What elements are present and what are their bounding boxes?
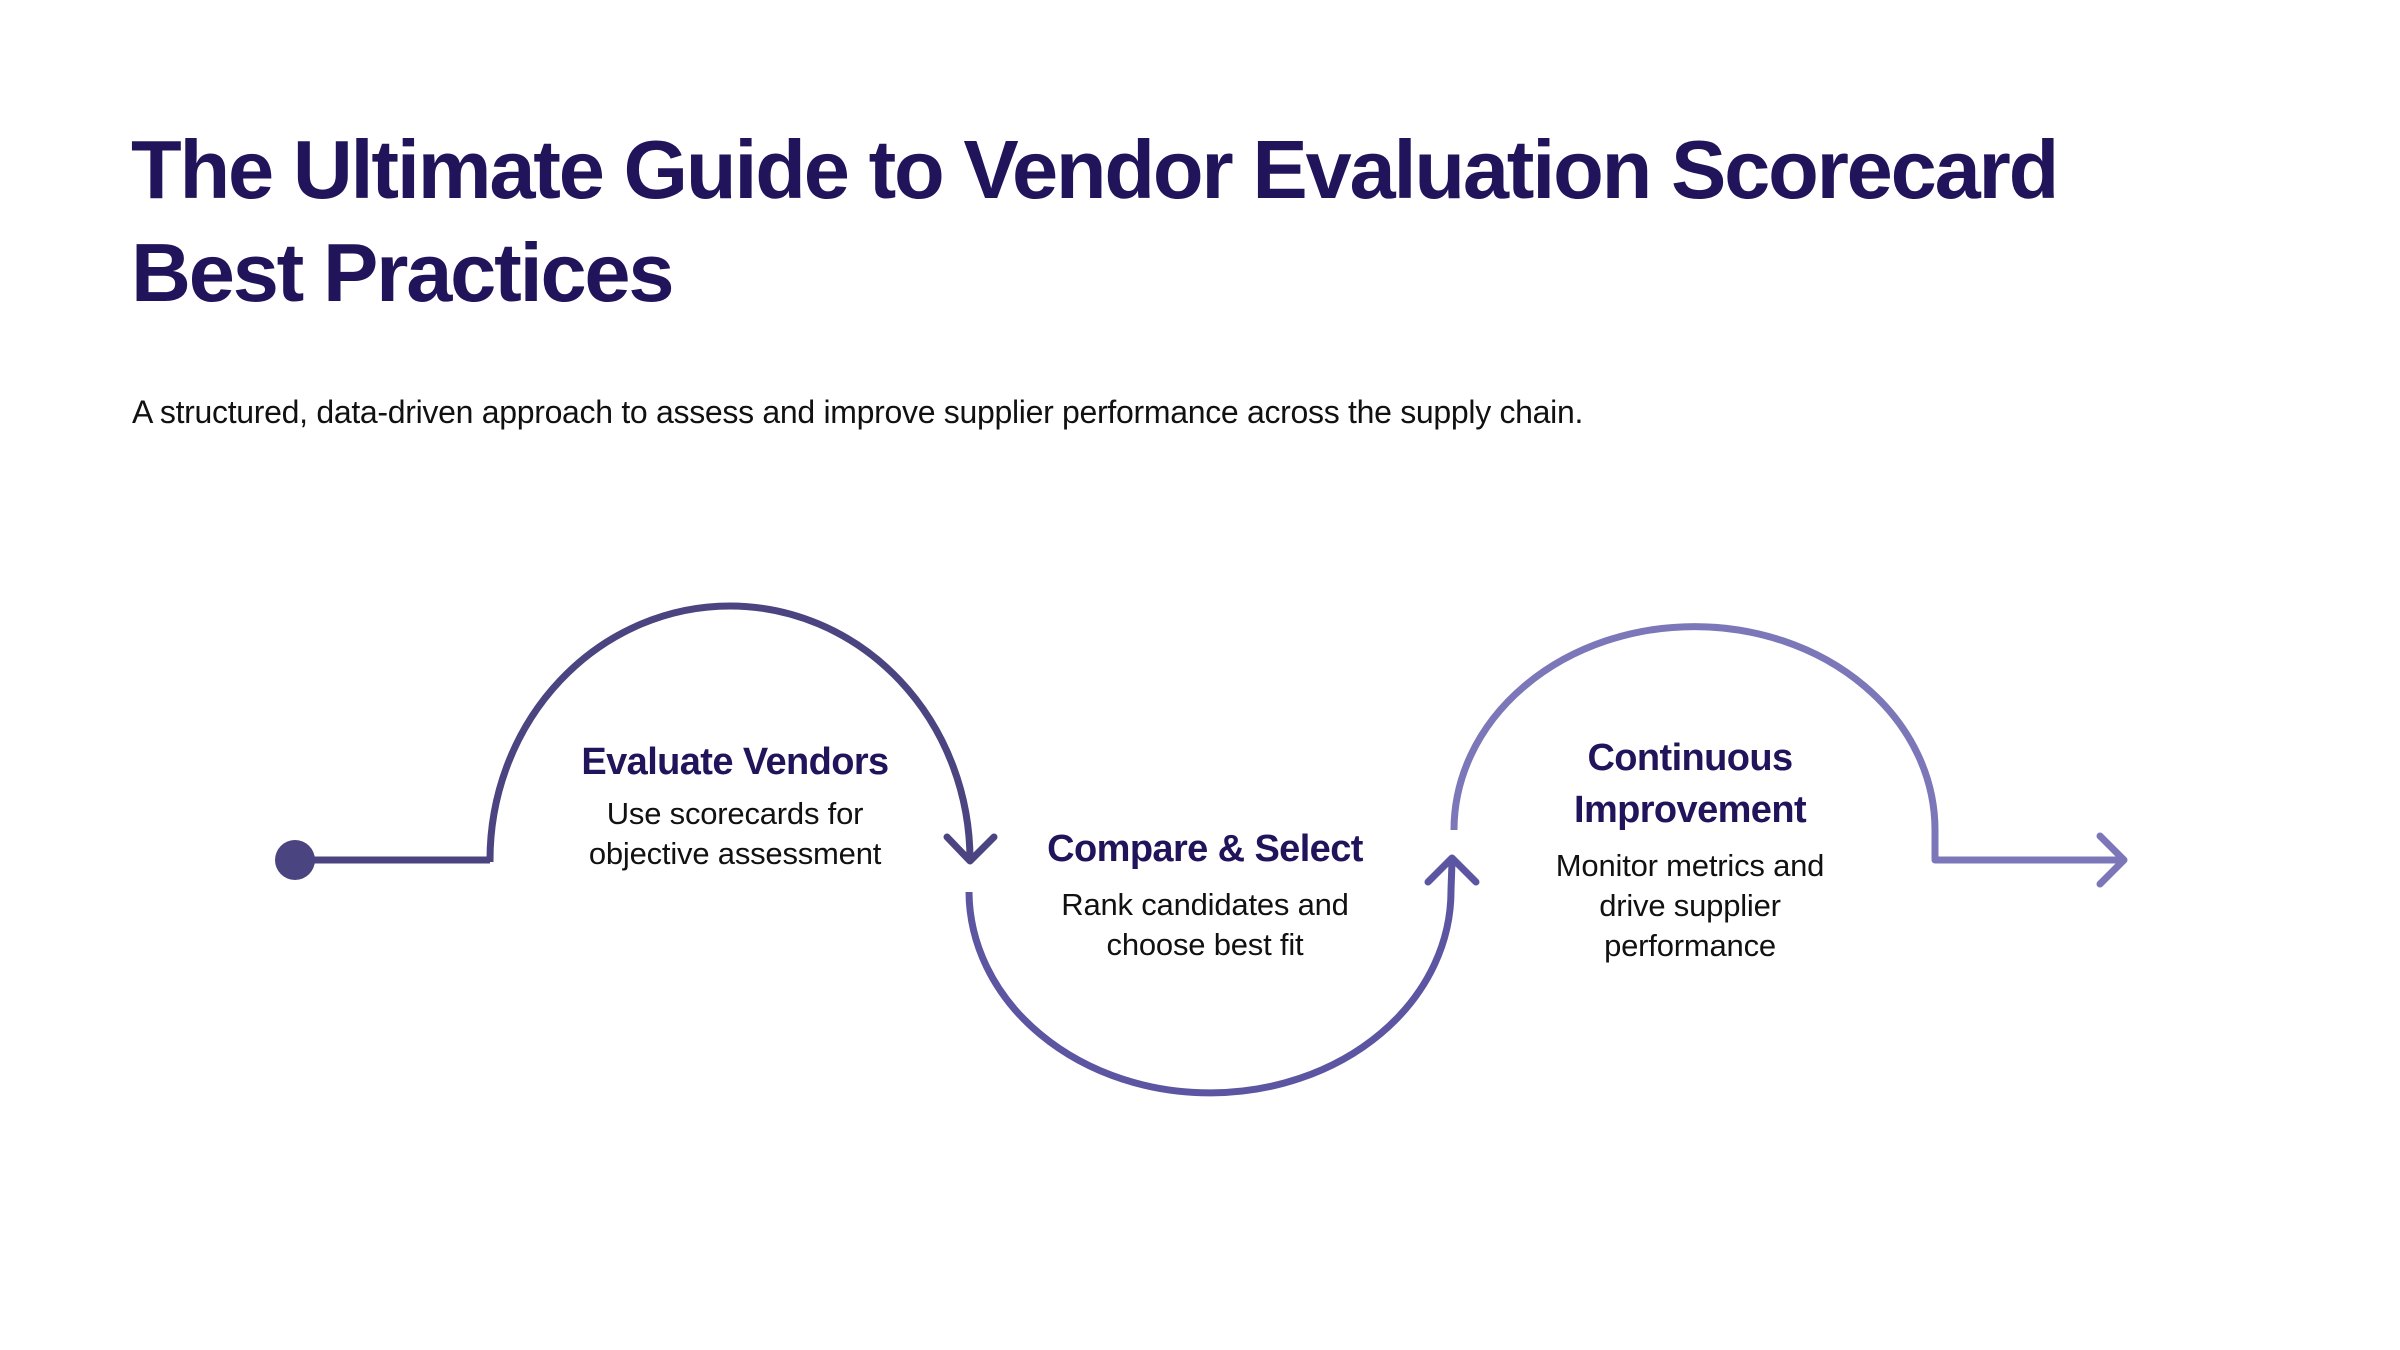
- arrow-right-icon: [2096, 832, 2128, 888]
- step-description: Rank candidates and choose best fit: [1000, 885, 1410, 965]
- stage-1-arc: [486, 602, 998, 865]
- step-title: Evaluate Vendors: [581, 741, 889, 783]
- step-compare-select: Compare & Select Rank candidates and cho…: [1000, 823, 1410, 965]
- flow-start: [275, 840, 490, 880]
- stage-3-arc: [1450, 623, 2128, 888]
- step-description-line: Use scorecards for: [606, 796, 864, 831]
- step-description-line: objective assessment: [588, 836, 882, 871]
- step-title-line: Improvement: [1573, 789, 1807, 831]
- step-evaluate-vendors: Evaluate Vendors Use scorecards for obje…: [530, 736, 940, 874]
- page-title-line-1: The Ultimate Guide to Vendor Evaluation …: [131, 123, 2059, 216]
- stage-2-arc: [965, 854, 1480, 1097]
- arrow-up-icon: [1424, 854, 1480, 886]
- page-title: The Ultimate Guide to Vendor Evaluation …: [131, 118, 2331, 324]
- step-title: Continuous Improvement: [1480, 732, 1900, 836]
- step-title-line: Continuous: [1587, 737, 1793, 779]
- step-description-line: Rank candidates and: [1061, 887, 1349, 922]
- step-description-line: choose best fit: [1106, 927, 1304, 962]
- step-continuous-improvement: Continuous Improvement Monitor metrics a…: [1480, 732, 1900, 966]
- step-title: Compare & Select: [1047, 828, 1363, 870]
- page-title-line-2: Best Practices: [131, 226, 675, 319]
- arrow-down-icon: [943, 833, 998, 865]
- step-description-line: Monitor metrics and: [1555, 848, 1825, 883]
- step-description-line: drive supplier: [1599, 888, 1781, 923]
- step-description: Use scorecards for objective assessment: [530, 794, 940, 874]
- step-description-line: performance: [1604, 928, 1776, 963]
- step-description: Monitor metrics and drive supplier perfo…: [1480, 846, 1900, 966]
- page-subtitle: A structured, data-driven approach to as…: [132, 394, 1584, 430]
